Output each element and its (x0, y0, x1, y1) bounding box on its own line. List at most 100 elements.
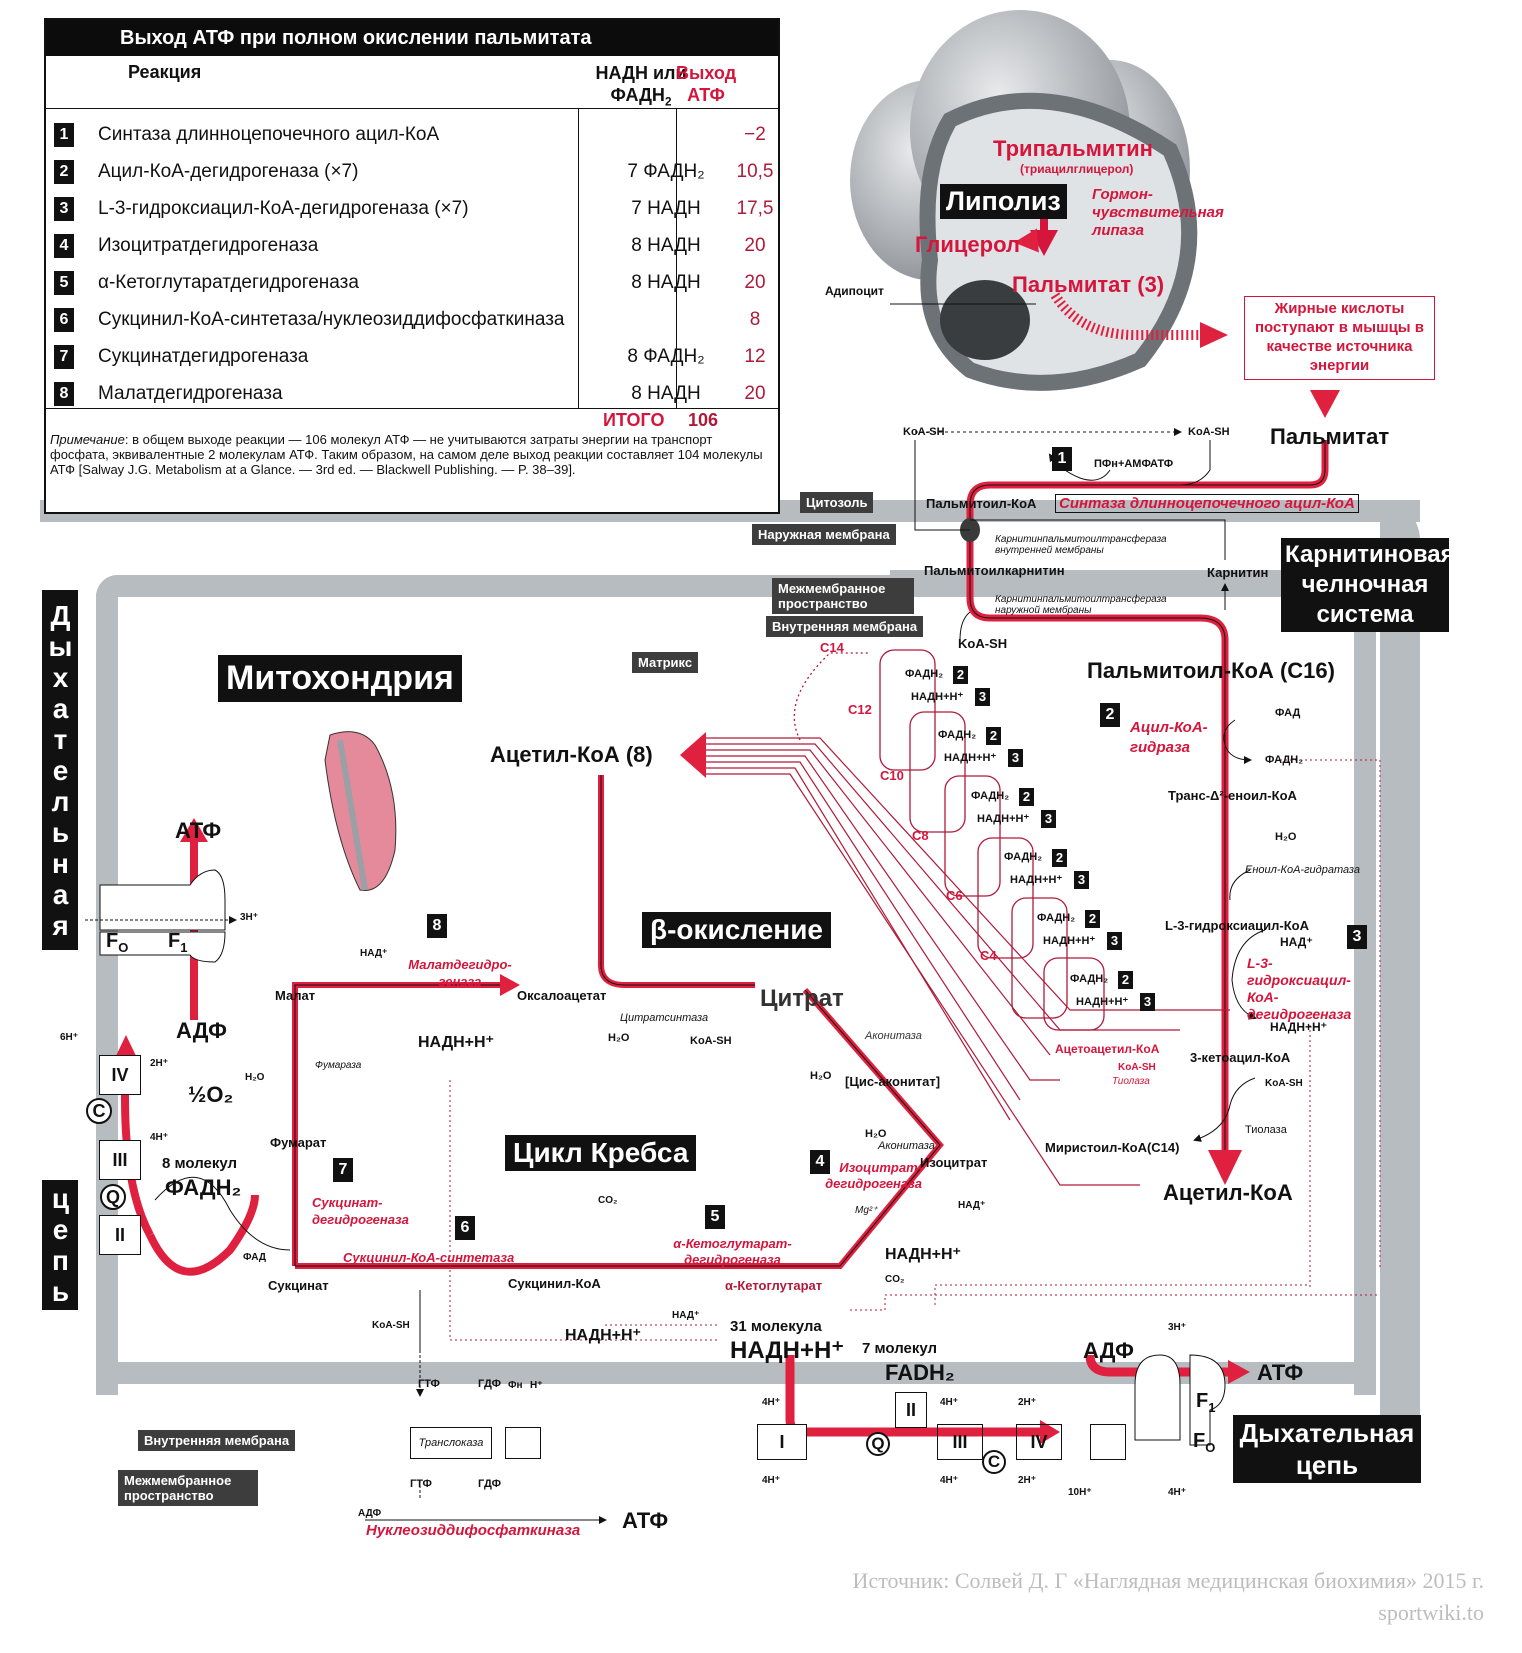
chain-length-label: C6 (946, 888, 963, 903)
akg-label: α-Кетоглутарат (725, 1278, 823, 1293)
glycerol-label: Глицерол (915, 232, 1020, 257)
succinyl-synthetase-label: Сукцинил-КоА-синтетаза (343, 1250, 515, 1265)
translocase-box: Транслоказа (410, 1427, 492, 1459)
nadh-31-l1: 31 молекула (730, 1318, 822, 1335)
nadh-count: 8 НАДН (631, 235, 701, 256)
atp-cytosol-label: АТФ (1150, 458, 1174, 470)
h3-right: 3Н⁺ (1168, 1322, 1187, 1333)
adp-right-label: АДФ (1083, 1338, 1134, 1363)
h2o-aco-label: H₂O (810, 1070, 832, 1082)
atp-yield: 20 (744, 235, 766, 256)
step-badge: 4 (54, 234, 74, 258)
nadh-count: 7 НАДН (631, 198, 701, 219)
chain-length-label: C12 (848, 702, 872, 717)
table-note: Примечание: в общем выходе реакции — 106… (50, 432, 772, 477)
fadh2-yield: ФАДН₂ (1037, 912, 1076, 924)
h4-synthase-label: 4Н⁺ (1168, 1487, 1187, 1498)
cytosol-label: Цитозоль (800, 492, 874, 513)
h4-iii-bottom: 4Н⁺ (940, 1475, 959, 1486)
h10-label: 10Н⁺ (1068, 1487, 1092, 1498)
fadh-8-l1: 8 молекул (162, 1155, 238, 1172)
intermembrane-label: Межмембранное пространство (772, 578, 914, 614)
complex-ii: II (895, 1392, 927, 1428)
fad-label: ФАД (1275, 707, 1301, 719)
lipase-l1: Гормон- (1092, 186, 1153, 203)
nadh-31-l2: НАДН+Н⁺ (730, 1337, 844, 1364)
koa-sh-succ-label: KoA-SH (372, 1320, 410, 1331)
lipase-l3: липаза (1092, 222, 1144, 239)
fadh-8-l2: ФАДН₂ (165, 1175, 242, 1200)
step-3-mini-badge: 3 (1041, 810, 1056, 828)
pi-transporter-box (505, 1427, 541, 1459)
outer-membrane-band-right (1380, 500, 1420, 1460)
inner-membrane-bottom-label: Внутренняя мембрана (138, 1430, 296, 1451)
step-badge: 6 (54, 308, 74, 332)
fo-right: FO (1193, 1430, 1216, 1455)
ppi-amp-label: ПФн+АМФ (1094, 458, 1151, 470)
thiolase-red-label: Тиолаза (1112, 1076, 1150, 1087)
divider (46, 408, 778, 409)
palmitate-3-label: Пальмитат (3) (1012, 272, 1165, 297)
gtp-label: ГТФ (418, 1378, 440, 1390)
acetoacetyl-label: Ацетоацетил-КоА (1055, 1042, 1160, 1056)
fadh-7-l2: FADH₂ (885, 1360, 955, 1385)
nadh-yield: НАДН+Н⁺ (911, 691, 964, 703)
fatty-acids-box: Жирные кислоты поступают в мышцы в качес… (1244, 296, 1435, 380)
atp-right-label: АТФ (1257, 1360, 1304, 1385)
koa-sh-right: KoA-SH (1188, 426, 1230, 438)
step-3-mini-badge: 3 (1140, 993, 1155, 1011)
nucleus (940, 280, 1030, 360)
co2-iso-label: CO₂ (885, 1274, 905, 1285)
step-1-badge: 1 (1052, 447, 1072, 471)
carnitine-shuttle-title: Карнитиновая челночная система (1281, 538, 1455, 632)
h2-iv-bottom: 2Н⁺ (1018, 1475, 1037, 1486)
gdp-label: ГДФ (478, 1378, 502, 1390)
krebs-title: Цикл Кребса (505, 1135, 697, 1171)
reaction-name: Синтаза длинноцепочечного ацил-КоА (98, 124, 440, 145)
isocitrate-label: Изоцитрат (920, 1155, 988, 1170)
resp-chain-vertical-bottom: цепь (42, 1180, 78, 1310)
lipase-l2: чувствительная (1092, 204, 1224, 221)
atp-yield: 10,5 (736, 161, 774, 182)
resp-chain-vertical-top: Дыхательная (42, 590, 78, 950)
step-3-mini-badge: 3 (1074, 871, 1089, 889)
h4-i-top: 4Н⁺ (762, 1397, 781, 1408)
step-badge: 1 (54, 123, 74, 147)
aconitase-label: Аконитаза (865, 1030, 922, 1042)
nadh-yield: НАДН+Н⁺ (977, 813, 1030, 825)
step-badge: 7 (54, 345, 74, 369)
step-2-mini-badge: 2 (1085, 910, 1100, 928)
beta-oxidation-title: β-окисление (642, 912, 832, 948)
complex-iv-left: IV (99, 1055, 141, 1095)
h2-left-label: 2Н⁺ (150, 1058, 169, 1069)
atp-yield: 20 (744, 383, 766, 404)
adp-left-label: АДФ (176, 1018, 227, 1043)
chain-length-label: C8 (912, 828, 929, 843)
malate-label: Малат (275, 988, 316, 1003)
cis-aconitate-label: [Цис-аконитат] (845, 1074, 941, 1089)
nadh-yield: НАДН+Н⁺ (944, 752, 997, 764)
koa-sh-left: KoA-SH (903, 426, 945, 438)
mitochondria-title: Митохондрия (218, 655, 462, 702)
h4-iii-top: 4Н⁺ (940, 1397, 959, 1408)
nad-iso-label: НАД⁺ (958, 1200, 986, 1211)
resp-title-l1: Дыхательная (1239, 1418, 1415, 1448)
source-citation: Источник: Солвей Д. Г «Наглядная медицин… (852, 1568, 1484, 1593)
fadh2-label: ФАДН₂ (1265, 754, 1304, 766)
nadh-count: 7 ФАДН₂ (627, 161, 705, 182)
koa-sh-bottom: KoA-SH (958, 636, 1008, 651)
nadh-yield: НАДН+Н⁺ (1010, 874, 1063, 886)
total-value: 106 (688, 410, 719, 430)
h4-left-label: 4Н⁺ (150, 1132, 169, 1143)
step-badge: 2 (54, 160, 74, 184)
outer-membrane-label: Наружная мембрана (752, 524, 896, 545)
h6-label: 6Н⁺ (60, 1032, 79, 1043)
nadh-yield: НАДН+Н⁺ (1043, 935, 1096, 947)
nad-label: НАД⁺ (1280, 935, 1313, 949)
c-circle: C (982, 1450, 1006, 1474)
succinate-label: Сукцинат (268, 1278, 329, 1293)
